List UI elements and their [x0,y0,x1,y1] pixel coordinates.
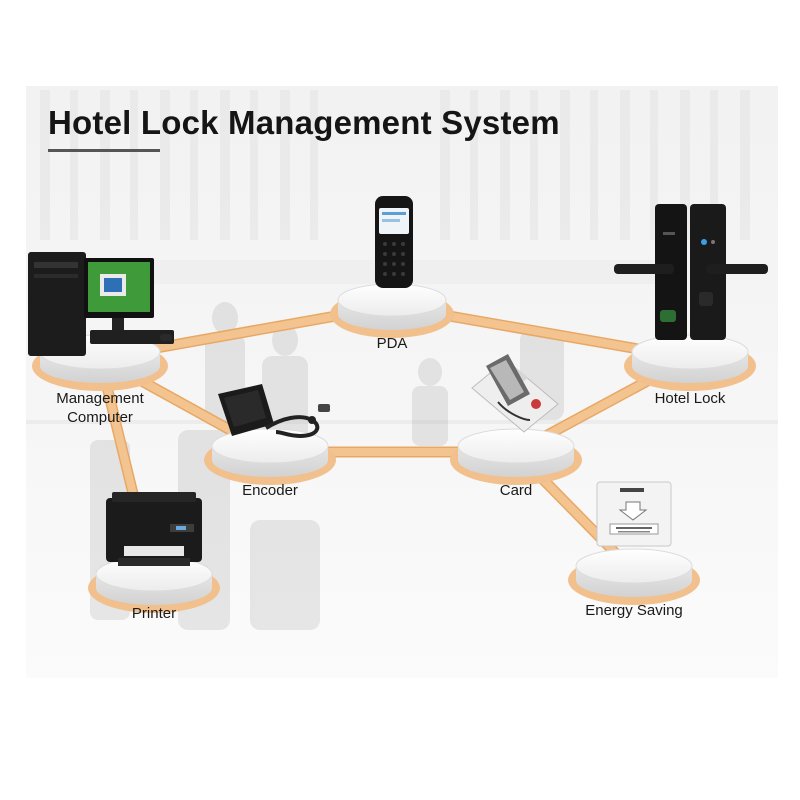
pedestal-encoder [204,428,336,485]
encoder-node [218,384,330,439]
title-underline [48,149,160,152]
pedestal-card [450,428,582,485]
pedestal-top [575,548,693,584]
management-computer-node [28,252,174,356]
energy-saving-label: Energy Saving [585,602,683,619]
pedestal-pda [330,283,454,338]
card-node [471,354,559,433]
door-lock-icon [614,204,768,340]
pda-label: PDA [376,335,408,352]
printer-icon [106,492,202,566]
encoder-label: Encoder [242,482,298,499]
rfid-card-icon [471,354,559,433]
hotel-lock-label: Hotel Lock [654,390,726,407]
pedestal-group [32,283,756,613]
desktop-computer-icon [28,252,174,356]
printer-node [106,492,202,566]
pedestal-top [631,334,749,370]
card-encoder-icon [218,384,330,439]
management-computer-label: Management Computer [56,390,144,426]
pedestal-hotel-lock [624,334,756,391]
pedestal-top [457,428,575,464]
card-label: Card [499,482,533,499]
pda-node [375,196,413,288]
hotel-lock-node [614,204,768,340]
pda-handheld-icon [375,196,413,288]
printer-label: Printer [131,605,177,622]
pedestal-energy-saving [568,548,700,605]
page-title: Hotel Lock Management System [48,104,560,141]
energy-saving-node [596,481,672,547]
pedestal-top [337,283,447,317]
energy-saving-switch-icon [596,481,672,547]
